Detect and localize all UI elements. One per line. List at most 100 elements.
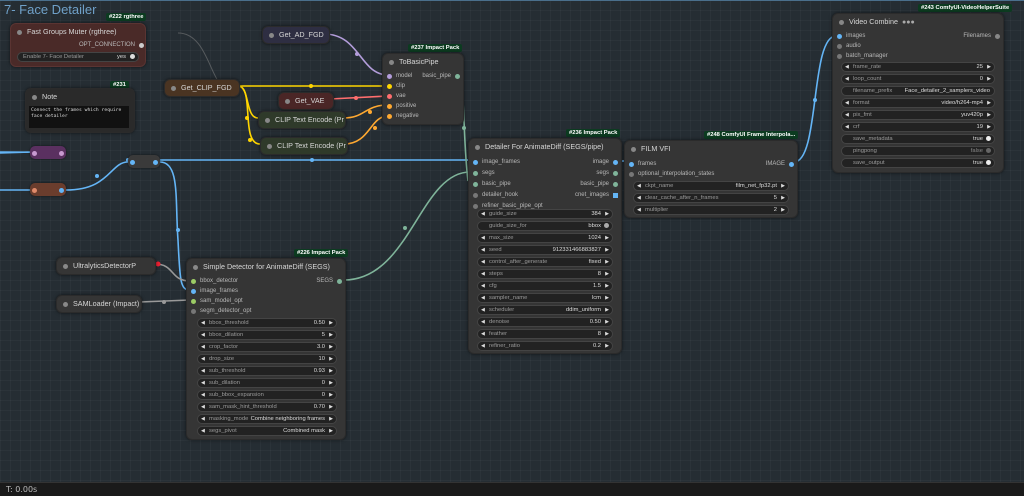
input-slot-segs[interactable]: segs <box>472 168 495 178</box>
decrement-arrow-icon[interactable]: ◀ <box>481 283 485 289</box>
increment-arrow-icon[interactable]: ▶ <box>987 100 991 106</box>
increment-arrow-icon[interactable]: ▶ <box>781 207 785 213</box>
input-slot-sam-model-opt[interactable]: sam_model_opt <box>190 296 243 306</box>
preview-dots-icon[interactable]: ●●● <box>902 19 915 26</box>
decrement-arrow-icon[interactable]: ◀ <box>201 404 205 410</box>
collapse-dot-icon[interactable] <box>32 95 37 100</box>
input-dot[interactable] <box>387 74 392 79</box>
increment-arrow-icon[interactable]: ▶ <box>329 428 333 434</box>
output-slot-filenames[interactable]: Filenames <box>963 31 1001 41</box>
increment-arrow-icon[interactable]: ▶ <box>605 235 609 241</box>
decrement-arrow-icon[interactable]: ◀ <box>201 320 205 326</box>
node-header[interactable]: Video Combine●●● <box>833 14 1003 30</box>
decrement-arrow-icon[interactable]: ◀ <box>481 235 485 241</box>
collapse-dot-icon[interactable] <box>63 302 68 307</box>
node-clip-text-encode-1[interactable]: CLIP Text Encode (Pr <box>258 111 346 129</box>
increment-arrow-icon[interactable]: ▶ <box>987 64 991 70</box>
decrement-arrow-icon[interactable]: ◀ <box>845 64 849 70</box>
reroute-input-dot[interactable] <box>32 188 37 193</box>
node-ultralytics-detector[interactable]: UltralyticsDetectorP <box>56 257 156 275</box>
node-header[interactable]: Simple Detector for AnimateDiff (SEGS) <box>187 259 345 275</box>
decrement-arrow-icon[interactable]: ◀ <box>201 368 205 374</box>
output-dot[interactable] <box>613 160 618 165</box>
increment-arrow-icon[interactable]: ▶ <box>329 416 333 422</box>
output-slot[interactable]: OPT_CONNECTION <box>5 40 145 50</box>
input-slot-batch-manager[interactable]: batch_manager <box>836 51 888 61</box>
reroute-input-dot[interactable] <box>130 160 135 165</box>
output-dot[interactable] <box>455 74 460 79</box>
output-dot[interactable] <box>613 193 618 198</box>
increment-arrow-icon[interactable]: ▶ <box>329 380 333 386</box>
input-slot-images[interactable]: images <box>836 31 865 41</box>
increment-arrow-icon[interactable]: ▶ <box>329 356 333 362</box>
output-dot[interactable] <box>337 279 342 284</box>
node-header[interactable]: ToBasicPipe <box>383 54 463 70</box>
decrement-arrow-icon[interactable]: ◀ <box>637 207 641 213</box>
node-video-combine[interactable]: Video Combine●●● images audio batch_mana… <box>832 13 1004 173</box>
decrement-arrow-icon[interactable]: ◀ <box>845 76 849 82</box>
input-dot[interactable] <box>387 84 392 89</box>
increment-arrow-icon[interactable]: ▶ <box>329 332 333 338</box>
input-dot[interactable] <box>629 172 634 177</box>
toggle-knob-icon[interactable] <box>130 54 135 59</box>
increment-arrow-icon[interactable]: ▶ <box>605 343 609 349</box>
node-simple-detector[interactable]: Simple Detector for AnimateDiff (SEGS) b… <box>186 258 346 440</box>
decrement-arrow-icon[interactable]: ◀ <box>845 124 849 130</box>
increment-arrow-icon[interactable]: ▶ <box>605 331 609 337</box>
increment-arrow-icon[interactable]: ▶ <box>605 283 609 289</box>
output-slot-cnet-images[interactable]: cnet_images <box>575 190 619 200</box>
output-slot-segs[interactable]: segs <box>596 168 619 178</box>
decrement-arrow-icon[interactable]: ◀ <box>637 195 641 201</box>
increment-arrow-icon[interactable]: ▶ <box>329 344 333 350</box>
increment-arrow-icon[interactable]: ▶ <box>605 247 609 253</box>
increment-arrow-icon[interactable]: ▶ <box>987 112 991 118</box>
output-slot-basic-pipe[interactable]: basic_pipe <box>422 71 461 81</box>
input-slot-clip[interactable]: clip <box>386 81 405 91</box>
input-slot-model[interactable]: model <box>386 71 412 81</box>
node-samloader[interactable]: SAMLoader (Impact) <box>56 295 142 313</box>
decrement-arrow-icon[interactable]: ◀ <box>201 344 205 350</box>
node-header[interactable]: CLIP Text Encode (Pr <box>259 112 345 128</box>
reroute-output-dot[interactable] <box>59 151 64 156</box>
decrement-arrow-icon[interactable]: ◀ <box>201 392 205 398</box>
input-slot-refiner-basic-pipe-opt[interactable]: refiner_basic_pipe_opt <box>472 201 543 211</box>
input-dot[interactable] <box>473 160 478 165</box>
toggle-knob-icon[interactable] <box>986 136 991 141</box>
output-slot-segs[interactable]: SEGS <box>316 276 343 286</box>
reroute-input-dot[interactable] <box>32 151 37 156</box>
node-to-basic-pipe[interactable]: ToBasicPipe model clip vae positive nega… <box>382 53 464 125</box>
input-dot[interactable] <box>837 34 842 39</box>
decrement-arrow-icon[interactable]: ◀ <box>845 112 849 118</box>
node-get-vae[interactable]: Get_VAE <box>278 92 334 110</box>
increment-arrow-icon[interactable]: ▶ <box>987 76 991 82</box>
input-slot-image-frames[interactable]: image_frames <box>472 157 520 167</box>
note-textarea[interactable]: Connect the frames which require face de… <box>29 106 129 128</box>
input-slot-detailer-hook[interactable]: detailer_hook <box>472 190 518 200</box>
decrement-arrow-icon[interactable]: ◀ <box>481 295 485 301</box>
input-dot[interactable] <box>473 171 478 176</box>
collapse-dot-icon[interactable] <box>389 60 394 65</box>
increment-arrow-icon[interactable]: ▶ <box>605 211 609 217</box>
toggle-knob-icon[interactable] <box>604 223 609 228</box>
node-header[interactable]: SAMLoader (Impact) <box>57 296 141 312</box>
node-header[interactable]: FILM VFI <box>625 141 797 157</box>
input-dot[interactable] <box>629 162 634 167</box>
